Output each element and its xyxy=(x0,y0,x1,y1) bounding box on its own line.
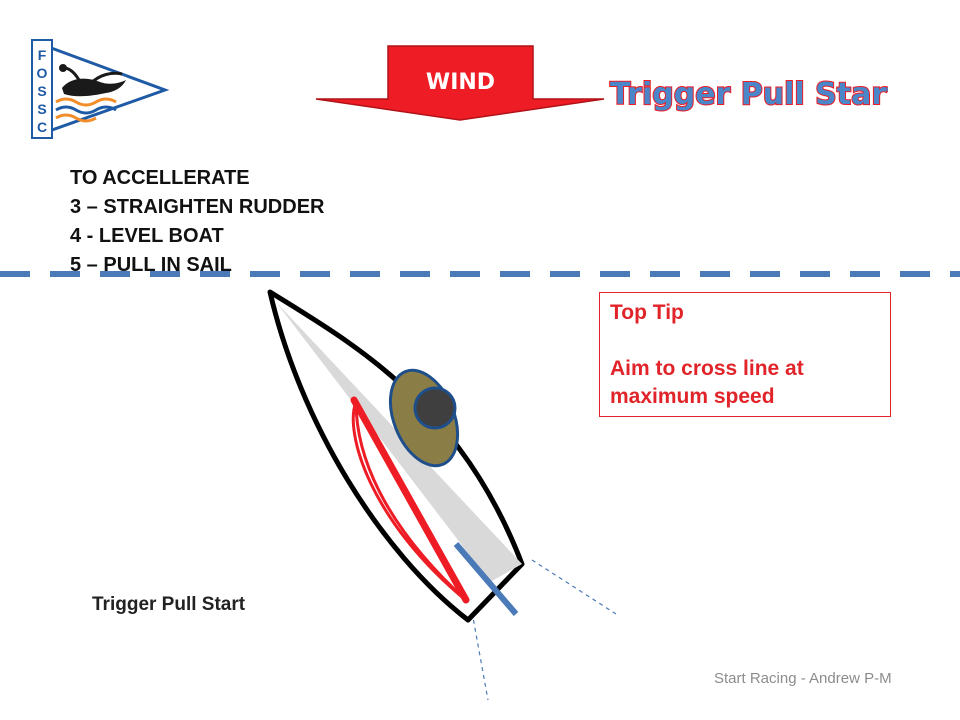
top-tip-box: Top Tip Aim to cross line at maximum spe… xyxy=(599,292,891,417)
wake-line xyxy=(471,611,489,701)
top-tip-body: Aim to cross line at maximum speed xyxy=(610,357,804,408)
wind-label: WIND xyxy=(425,70,496,95)
instruction-step: 5 – PULL IN SAIL xyxy=(70,254,232,276)
boom xyxy=(350,396,470,604)
logo-letter: O xyxy=(37,65,48,81)
instructions-heading: TO ACCELLERATE xyxy=(70,167,250,189)
instruction-step: 3 – STRAIGHTEN RUDDER xyxy=(70,196,325,218)
start-line xyxy=(0,262,960,291)
logo-letter: S xyxy=(37,83,46,99)
page-title-text: Trigger Pull Start xyxy=(610,77,888,112)
logo-letter: S xyxy=(37,101,46,117)
accelerate-instructions: TO ACCELLERATE 3 – STRAIGHTEN RUDDER 4 -… xyxy=(70,164,324,280)
dinghy-diagram xyxy=(260,282,640,717)
wake-line xyxy=(531,559,617,615)
sail-shading xyxy=(276,302,522,582)
crew-head xyxy=(413,386,457,430)
club-logo: F O S S C xyxy=(30,38,170,145)
logo-letter: C xyxy=(37,119,47,135)
wind-arrow xyxy=(315,44,605,127)
goose-icon xyxy=(59,64,126,97)
instruction-step: 4 - LEVEL BOAT xyxy=(70,225,224,247)
top-tip-title: Top Tip xyxy=(610,301,684,324)
diagram-caption: Trigger Pull Start xyxy=(92,594,246,615)
rudder xyxy=(453,542,519,616)
logo-letter: F xyxy=(38,47,47,63)
footer-credit: Start Racing - Andrew P-M xyxy=(714,670,892,687)
page-title: Trigger Pull Start xyxy=(608,66,901,126)
